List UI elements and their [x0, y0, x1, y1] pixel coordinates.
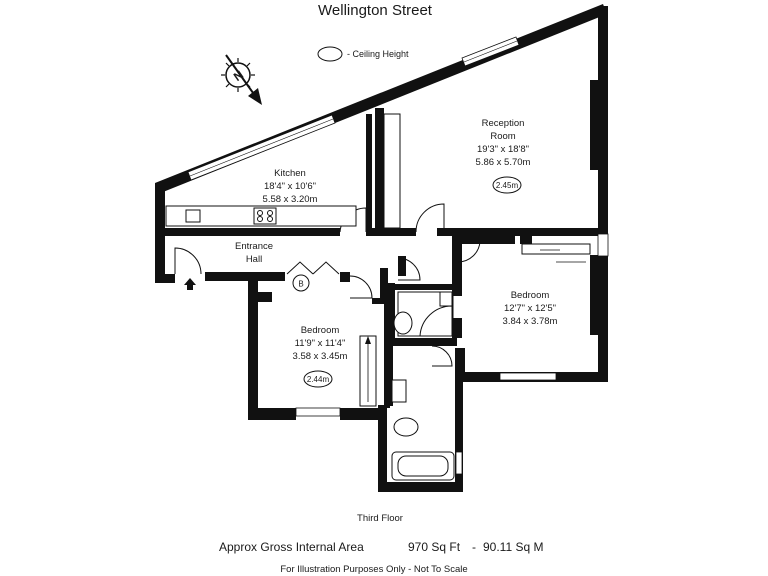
- bedroom1-ceiling-height-icon: [303, 370, 333, 388]
- plan-title: Wellington Street: [318, 2, 433, 19]
- svg-text:Room: Room: [490, 131, 515, 142]
- svg-text:Kitchen: Kitchen: [274, 168, 306, 179]
- hob-icon: [253, 207, 277, 225]
- ensuite-toilet-icon: [393, 311, 413, 335]
- svg-text:Bedroom: Bedroom: [511, 290, 550, 301]
- svg-text:Hall: Hall: [246, 254, 262, 265]
- boiler-icon: [292, 274, 310, 292]
- right-outer-wall-upper: [598, 6, 608, 234]
- reception-kitchen-wall: [375, 108, 384, 231]
- svg-text:3.84 x 3.78m: 3.84 x 3.78m: [503, 316, 558, 327]
- ceiling-height-ellipse-icon: [317, 46, 343, 62]
- room-label-reception: Reception Room 19'3" x 18'8" 5.86 x 5.70…: [476, 118, 531, 194]
- room-label-bedroom-1: Bedroom 11'9" x 11'4" 3.58 x 3.45m 2.44m: [293, 325, 348, 388]
- reception-ceiling-height: 2.45m: [496, 181, 519, 190]
- svg-text:Entrance: Entrance: [235, 241, 273, 252]
- fixtures: B: [165, 113, 591, 481]
- compass-icon: N: [221, 54, 262, 105]
- area-separator: -: [472, 540, 476, 554]
- ceiling-height-legend-label: - Ceiling Height: [347, 49, 409, 59]
- room-label-entrance-hall: Entrance Hall: [235, 241, 273, 265]
- area-sqft: 970 Sq Ft: [408, 540, 461, 554]
- disclaimer: For Illustration Purposes Only - Not To …: [280, 564, 467, 575]
- front-door-swing: [174, 247, 202, 275]
- doors: [174, 203, 481, 367]
- svg-text:Bedroom: Bedroom: [301, 325, 340, 336]
- bedroom1-left-wall: [248, 272, 258, 420]
- svg-text:18'4" x 10'6": 18'4" x 10'6": [264, 181, 316, 192]
- reception-storage: [383, 113, 401, 229]
- bedroom1-ceiling-height: 2.44m: [307, 375, 330, 384]
- bedroom1-window: [295, 407, 341, 417]
- svg-text:Reception: Reception: [482, 118, 525, 129]
- svg-text:12'7" x 12'5": 12'7" x 12'5": [504, 303, 556, 314]
- room-label-kitchen: Kitchen 18'4" x 10'6" 5.58 x 3.20m: [263, 168, 318, 205]
- svg-text:19'3" x 18'8": 19'3" x 18'8": [477, 144, 529, 155]
- svg-text:11'9" x 11'4": 11'9" x 11'4": [295, 338, 346, 349]
- bedroom2-wardrobe: [521, 243, 591, 255]
- entrance-arrow-icon: [184, 278, 196, 290]
- floor-label: Third Floor: [357, 513, 403, 524]
- svg-text:3.58 x 3.45m: 3.58 x 3.45m: [293, 351, 348, 362]
- ceiling-height-legend: - Ceiling Height: [317, 46, 409, 62]
- bathroom-window: [455, 451, 463, 475]
- sink-icon: [185, 209, 201, 223]
- left-outer-wall: [155, 183, 165, 283]
- svg-text:5.86 x 5.70m: 5.86 x 5.70m: [476, 157, 531, 168]
- bathroom-toilet-icon: [393, 417, 419, 437]
- bedroom2-window: [499, 372, 557, 381]
- area-label: Approx Gross Internal Area: [219, 540, 364, 554]
- bathroom-bottom-wall: [378, 482, 463, 492]
- room-label-bedroom-2: Bedroom 12'7" x 12'5" 3.84 x 3.78m: [503, 290, 558, 327]
- svg-text:5.58 x 3.20m: 5.58 x 3.20m: [263, 194, 318, 205]
- windows: [187, 36, 609, 475]
- reception-ceiling-height-icon: [492, 176, 522, 194]
- boiler-label: B: [298, 280, 303, 289]
- kitchen-hall-wall: [165, 228, 340, 236]
- ensuite-basin-icon: [439, 291, 453, 307]
- area-sqm: 90.11 Sq M: [483, 540, 543, 554]
- bathroom-basin-icon: [391, 379, 407, 403]
